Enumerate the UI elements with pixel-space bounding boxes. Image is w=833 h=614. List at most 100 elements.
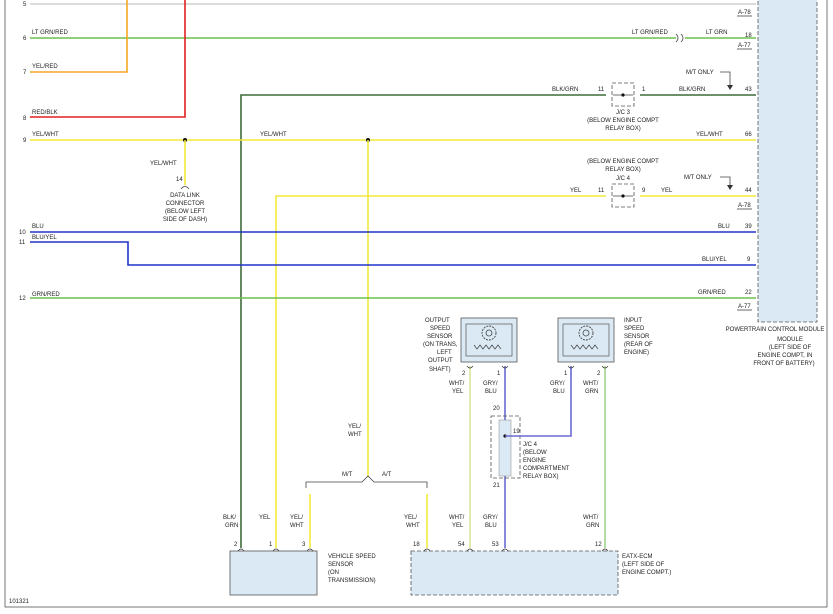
- mtat-wire-1: YEL/: [348, 424, 361, 430]
- vss-wire-2: YEL: [259, 515, 271, 521]
- jc4-top-desc-1: (BELOW ENGINE COMPT: [587, 159, 659, 165]
- jc4-top-box: [611, 183, 635, 208]
- input-sensor-line-3: SENSOR: [624, 334, 650, 340]
- vehicle-speed-sensor-box[interactable]: [229, 550, 318, 596]
- eatx-ecm-box[interactable]: [410, 550, 619, 596]
- pcm-pin-44: 44: [745, 188, 752, 194]
- vss-pin-3: 3: [302, 542, 306, 548]
- jc3-wire-left: BLK/GRN: [552, 87, 578, 93]
- jc3-pin-left: 11: [598, 87, 605, 93]
- vss-pin-1: 2: [234, 542, 238, 548]
- jc4-bottom-line-3: ENGINE: [523, 458, 546, 464]
- output-sensor-wire-left-1: WHT/: [449, 381, 465, 387]
- mt-only-2: M/T ONLY: [684, 175, 712, 181]
- jc4-bottom-bar: [498, 419, 512, 477]
- input-sensor-pin-right: 2: [597, 371, 601, 377]
- jc3-title: J/C 3: [616, 110, 631, 116]
- pcm-wire-43: BLK/GRN: [679, 87, 705, 93]
- pcm-location-2: (LEFT SIDE OF: [769, 345, 812, 351]
- ecm-wire-3a: GRY/: [483, 515, 498, 521]
- output-sensor-wire-right-1: GRY/: [483, 381, 498, 387]
- output-sensor-wire-right-2: BLU: [485, 389, 497, 395]
- mt-only-1: M/T ONLY: [686, 70, 714, 76]
- vss-wire-3a: YEL/: [290, 515, 303, 521]
- ecm-wire-1b: WHT: [406, 523, 420, 529]
- jc4-bottom-line-2: (BELOW: [523, 450, 547, 456]
- pcm-pin-22: 22: [745, 290, 752, 296]
- jc4-bottom-pin-top: 20: [493, 406, 500, 412]
- wire-row7: [30, 0, 128, 73]
- wire-blk-grn: [240, 94, 606, 548]
- row-number-8: 8: [23, 116, 27, 122]
- wire-row8: [30, 0, 186, 118]
- jc4-top-title: J/C 4: [616, 176, 631, 182]
- row-label-8: RED/BLK: [32, 110, 58, 116]
- jc4-top-pin-right: 9: [642, 188, 646, 194]
- pcm-pin-9: 9: [747, 257, 751, 263]
- mtat-wire-2: WHT: [348, 432, 362, 438]
- module-connector-arcs: [237, 365, 609, 552]
- diagram-id: 101321: [9, 599, 30, 605]
- vss-line-2: SENSOR: [328, 562, 354, 568]
- row-label-10: BLU: [32, 224, 44, 230]
- vss-pin-2: 1: [269, 542, 273, 548]
- output-sensor-gear-icon: [465, 323, 513, 357]
- jc4-bottom-box: [490, 415, 521, 479]
- mt-only-2-arrowhead: [727, 185, 733, 190]
- pcm-wire-18: LT GRN: [706, 30, 727, 36]
- output-sensor-line-4: (ON TRANS,: [423, 342, 458, 348]
- pcm-pin-18: 18: [745, 33, 752, 39]
- connector-row6: [675, 33, 684, 43]
- jc4-bottom-line-1: J/C 4: [523, 442, 538, 448]
- wire-input-gry-blu: [505, 366, 572, 437]
- row-label-7: YEL/RED: [32, 64, 58, 70]
- row-label-11: BLU/YEL: [32, 235, 57, 241]
- pcm-conn-18: A-77: [738, 43, 751, 49]
- output-sensor-line-3: SENSOR: [427, 334, 453, 340]
- output-sensor-line-7: SHAFT): [429, 367, 451, 373]
- mtat-mt: M/T: [342, 472, 353, 478]
- wire-row11: [30, 241, 756, 266]
- dlc-desc-2: SIDE OF DASH): [163, 217, 207, 223]
- jc4-top-pin-left: 11: [598, 188, 605, 194]
- dlc-pin: 14: [176, 177, 183, 183]
- pcm-location-3: ENGINE COMPT, IN: [757, 353, 812, 359]
- jc4-bottom-line-4: COMPARTMENT: [523, 466, 570, 472]
- output-sensor-pin-right: 1: [497, 371, 501, 377]
- dlc-title-1: DATA LINK: [170, 193, 200, 199]
- row-number-5: 5: [23, 2, 27, 8]
- pcm-wire-39: BLU: [718, 224, 730, 230]
- jc3-splice: [621, 93, 625, 97]
- ecm-wire-2a: WHT/: [449, 515, 465, 521]
- pcm-conn-44: A-78: [738, 203, 751, 209]
- ecm-wire-4a: WHT/: [583, 515, 599, 521]
- row-label-9: YEL/WHT: [32, 132, 59, 138]
- ecm-line-3: ENGINE COMPT.): [622, 570, 671, 576]
- pcm-location-4: FRONT OF BATTERY): [753, 361, 814, 367]
- pcm-location-1: MODULE: [777, 337, 803, 343]
- dlc-wire: YEL/WHT: [150, 161, 177, 167]
- input-sensor-line-1: INPUT: [624, 318, 642, 324]
- pcm-box[interactable]: [757, 0, 818, 323]
- jc4-top-desc-2: RELAY BOX): [605, 167, 640, 173]
- vss-line-3: (ON: [328, 570, 339, 576]
- input-sensor-pin-left: 1: [564, 371, 568, 377]
- vss-wire-3b: WHT: [290, 523, 304, 529]
- row-number-6: 6: [23, 36, 27, 42]
- input-sensor-wire-right-1: WHT/: [583, 381, 599, 387]
- pcm-conn-top: A-78: [738, 10, 751, 16]
- ecm-pin-54: 54: [458, 542, 465, 548]
- jc3-pin-right: 1: [642, 87, 646, 93]
- ecm-pin-18: 18: [413, 542, 420, 548]
- dlc-connector: [180, 186, 190, 190]
- pcm-pin-39: 39: [745, 224, 752, 230]
- row-number-11: 11: [19, 240, 26, 246]
- row-number-12: 12: [19, 296, 26, 302]
- output-sensor-line-1: OUTPUT: [425, 318, 450, 324]
- ecm-line-1: EATX-ECM: [622, 554, 653, 560]
- jc4-top-wire-left: YEL: [570, 188, 582, 194]
- ecm-line-2: (LEFT SIDE OF: [622, 562, 665, 568]
- input-sensor-gear-icon: [562, 323, 610, 357]
- row-number-10: 10: [19, 230, 26, 236]
